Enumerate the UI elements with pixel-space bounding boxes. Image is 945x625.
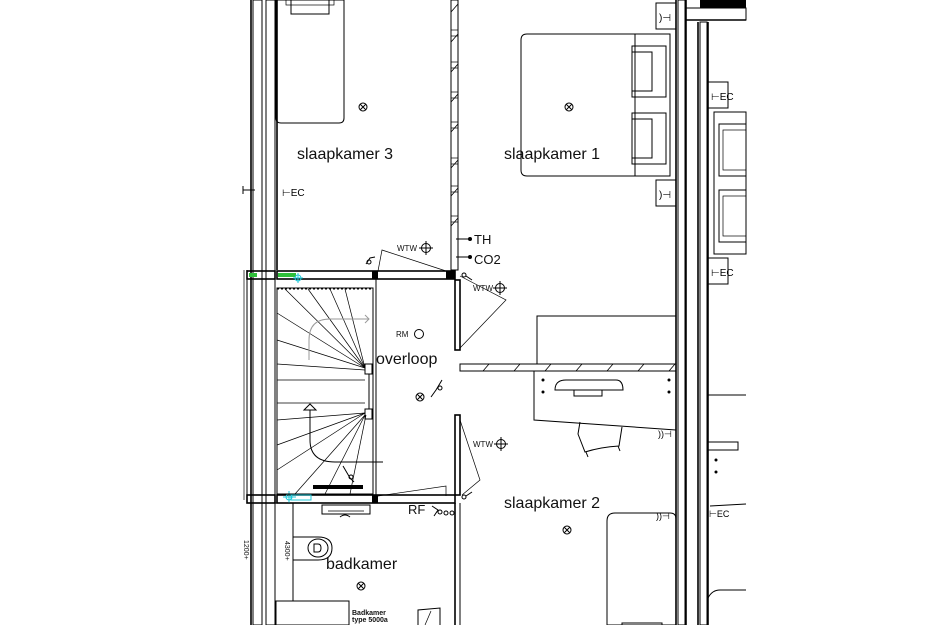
wall-outlet-icon: ⊢EC [709, 509, 730, 519]
ceiling-light-icon [358, 102, 368, 112]
wall-outlet-icon: ⊢EC [707, 257, 734, 285]
left-exterior-wall [250, 0, 278, 625]
wtw-valve-icon [493, 281, 507, 295]
ceiling-light-icon [562, 525, 572, 535]
light-switch-icon [461, 491, 473, 500]
room-label-slaapkamer-2: slaapkamer 2 [504, 495, 601, 512]
sensor-leaders [456, 237, 472, 259]
svg-text:⊢EC: ⊢EC [282, 188, 305, 199]
svg-text:⊢EC: ⊢EC [711, 92, 734, 103]
desk-slaapkamer-2 [533, 371, 677, 458]
interior-wall-1-2 [459, 315, 677, 372]
wtw-label-2: WTW [473, 284, 493, 293]
dimension-left: 1200+ [242, 540, 249, 560]
thermostat-label: TH [474, 232, 492, 247]
wall-outlet-icon: )⊣ [655, 2, 677, 30]
wall-outlet-icon: )⊣ [655, 179, 677, 207]
room-label-badkamer: badkamer [326, 556, 398, 573]
light-switch-icon [431, 505, 455, 517]
light-switch-icon [461, 272, 473, 281]
far-left-wall [242, 186, 255, 500]
room-label-slaapkamer-3: slaapkamer 3 [297, 146, 394, 163]
ceiling-light-icon [356, 581, 366, 591]
neighbour-wardrobe [707, 111, 747, 599]
stair-hall-walls [246, 270, 461, 504]
smoke-detector-label: RM [396, 330, 409, 339]
interior-wall-3-1 [450, 0, 459, 271]
bed-slaapkamer-1 [520, 33, 671, 177]
ceiling-light-icon [415, 392, 425, 402]
svg-text:))⊣: ))⊣ [658, 429, 672, 439]
svg-text:⊢EC: ⊢EC [711, 268, 734, 279]
wall-outlet-icon: ⊢EC [282, 188, 305, 199]
room-label-overloop: overloop [376, 351, 438, 368]
smoke-detector-icon [414, 329, 424, 339]
bed-slaapkamer-3 [275, 0, 345, 124]
staircase [276, 287, 383, 495]
bed-slaapkamer-2 [606, 512, 677, 625]
svg-text:))⊣: ))⊣ [656, 511, 670, 521]
svg-text:⊢EC: ⊢EC [709, 509, 730, 519]
bath-type-line2: type 5000a [352, 617, 388, 624]
bath-type-line1: Badkamer [352, 610, 386, 617]
dimension-4300: 4300+ [283, 541, 290, 561]
wtw-valve-icon [419, 241, 433, 255]
wtw-label-1: WTW [397, 244, 417, 253]
ceiling-light-icon [564, 102, 574, 112]
wall-outlet-icon: ⊢EC [707, 81, 734, 109]
badkamer-fixtures [274, 502, 461, 625]
wall-outlet-icon: ))⊣ [656, 511, 670, 521]
wall-outlet-icon: ))⊣ [658, 429, 672, 439]
svg-text:)⊣: )⊣ [659, 190, 671, 201]
co2-sensor-label: CO2 [474, 252, 501, 267]
wtw-valve-icon [494, 437, 508, 451]
door-swings [365, 249, 507, 497]
svg-text:)⊣: )⊣ [659, 13, 671, 24]
wtw-label-3: WTW [473, 440, 493, 449]
rf-label: RF [408, 502, 426, 517]
room-label-slaapkamer-1: slaapkamer 1 [504, 146, 601, 163]
